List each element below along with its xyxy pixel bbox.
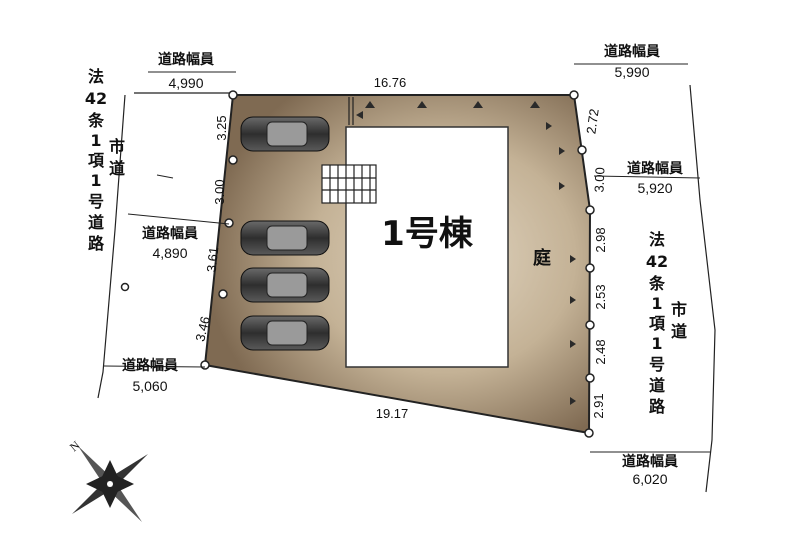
svg-text:市: 市 — [671, 300, 687, 319]
road-top-right-width: 5,990 — [614, 64, 649, 80]
compass-rose-icon — [72, 446, 148, 522]
car-4 — [240, 315, 330, 351]
left-seg-3: 3.61 — [204, 246, 222, 273]
right-road-outer-edge — [699, 199, 716, 493]
compass-north-label: N — [67, 438, 83, 455]
road-mid-right-label: 道路幅員 — [627, 160, 683, 177]
garden-label: 庭 — [533, 247, 551, 269]
svg-text:市: 市 — [109, 137, 125, 156]
road-bottom-right-label: 道路幅員 — [622, 453, 678, 470]
top-length: 16.76 — [374, 75, 407, 90]
road-mid-right-width: 5,920 — [637, 180, 672, 196]
road-bottom-left-width: 5,060 — [132, 378, 167, 394]
boundary-markers — [356, 101, 576, 405]
road-bottom-left-label: 道路幅員 — [122, 357, 178, 374]
building-label: 1号棟 — [381, 214, 474, 254]
left-seg-4: 3.46 — [192, 315, 213, 343]
bottom-length: 19.17 — [376, 406, 409, 421]
car-1 — [240, 116, 330, 152]
right-seg-3: 2.98 — [593, 227, 608, 252]
right-seg-1: 2.72 — [583, 108, 601, 135]
right-seg-6: 2.91 — [591, 393, 606, 418]
svg-text:法: 法 — [88, 67, 104, 86]
svg-text:道: 道 — [88, 213, 104, 232]
road-top-left-label: 道路幅員 — [158, 51, 214, 68]
svg-text:道: 道 — [649, 376, 665, 395]
left-road-law: 法 42 条 1 項 1 号 道 路 市 道 — [85, 67, 125, 253]
svg-text:1: 1 — [90, 171, 101, 190]
svg-text:道: 道 — [109, 159, 125, 178]
right-seg-2: 3.00 — [592, 167, 608, 193]
svg-text:項: 項 — [88, 151, 105, 170]
svg-text:条: 条 — [648, 274, 666, 293]
left-seg-1: 3.25 — [214, 115, 229, 140]
svg-text:道: 道 — [671, 322, 687, 341]
right-road-outer-top — [689, 84, 701, 201]
svg-text:条: 条 — [87, 111, 105, 130]
road-boundaries — [97, 84, 716, 493]
car-3 — [240, 267, 330, 303]
svg-text:1: 1 — [90, 131, 101, 150]
cars — [240, 116, 330, 351]
left-seg-2: 3.00 — [212, 179, 227, 204]
stair-deck — [321, 164, 377, 204]
road-mid-left-label: 道路幅員 — [142, 225, 198, 242]
road-bottom-right-width: 6,020 — [632, 471, 667, 487]
left-road-outer-edge — [97, 94, 126, 399]
right-seg-5: 2.48 — [593, 339, 608, 364]
right-road-law: 法 42 条 1 項 1 号 道 路 市 道 — [646, 230, 687, 416]
car-2 — [240, 220, 330, 256]
road-top-left-width: 4,990 — [168, 75, 203, 91]
svg-text:1: 1 — [651, 334, 662, 353]
svg-text:路: 路 — [88, 234, 105, 253]
svg-text:法: 法 — [649, 230, 665, 249]
svg-text:路: 路 — [649, 397, 666, 416]
svg-text:号: 号 — [88, 192, 104, 211]
svg-text:1: 1 — [651, 294, 662, 313]
svg-text:42: 42 — [85, 89, 107, 108]
road-mid-left-width: 4,890 — [152, 245, 187, 261]
road-leaders — [103, 63, 710, 453]
svg-text:号: 号 — [649, 355, 665, 374]
gate-post — [348, 97, 354, 125]
right-seg-4: 2.53 — [593, 284, 608, 309]
svg-text:42: 42 — [646, 252, 668, 271]
road-top-right-label: 道路幅員 — [604, 43, 660, 60]
svg-text:項: 項 — [649, 314, 666, 333]
